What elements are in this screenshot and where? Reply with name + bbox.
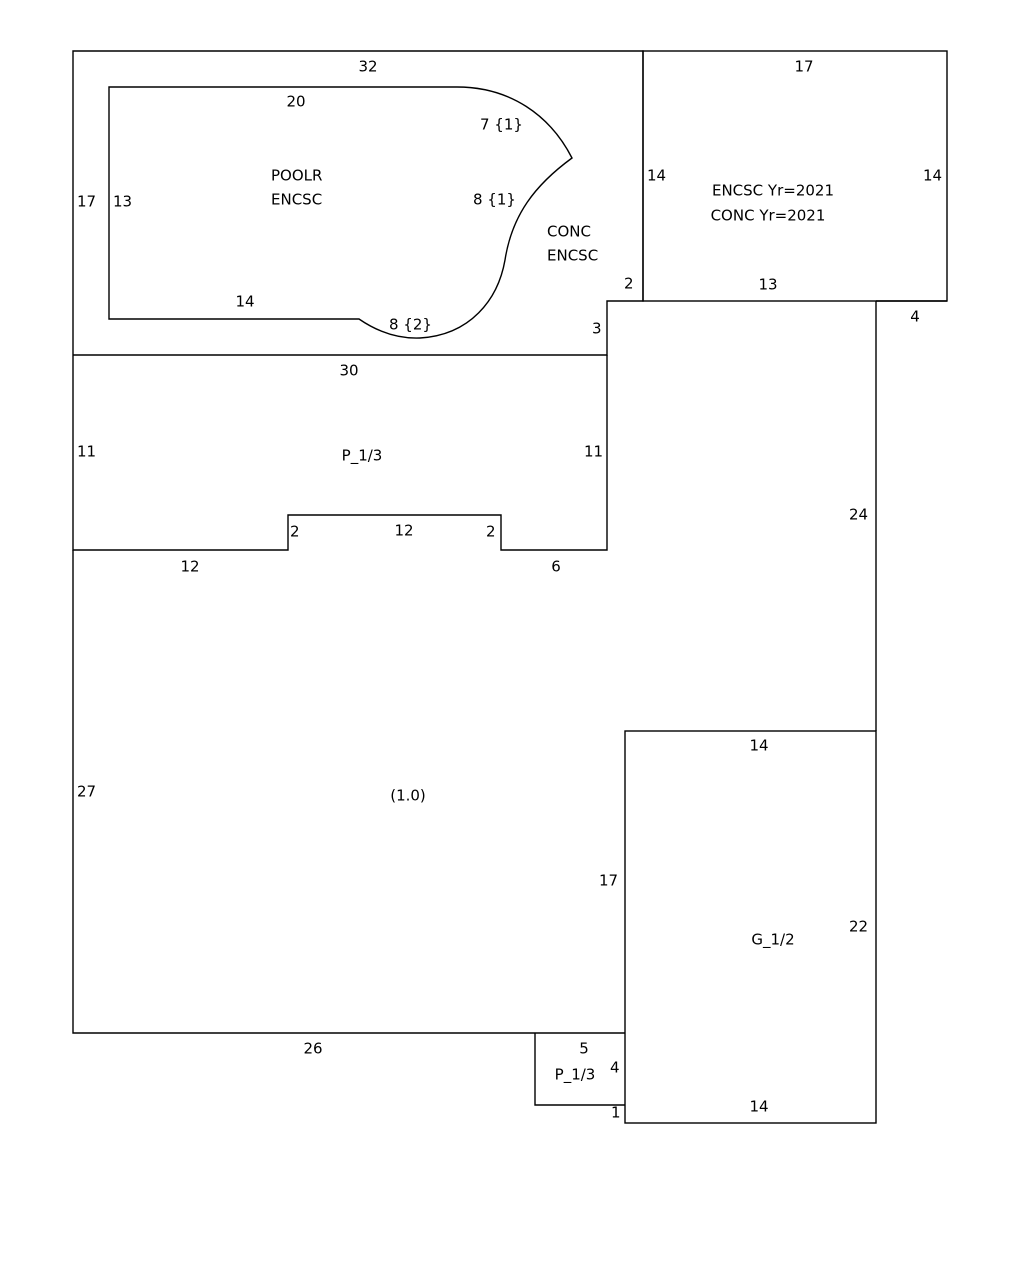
dim-pool-curve-upper: 7 {1} — [480, 116, 523, 134]
dim-porch-bottom-right: 6 — [551, 558, 561, 576]
dim-right-enclosure-right: 14 — [923, 167, 942, 185]
dim-small-porch-top: 5 — [579, 1040, 589, 1058]
area-label-encsc-yr: ENCSC Yr=2021 — [712, 182, 834, 200]
dim-main-right: 24 — [849, 506, 868, 524]
dim-pool-curve-mid: 8 {1} — [473, 191, 516, 209]
dim-porch-notch-left: 2 — [290, 523, 300, 541]
dim-garage-left: 17 — [599, 872, 618, 890]
pool-outline — [108, 86, 573, 339]
dim-main-bottom: 26 — [303, 1040, 322, 1058]
area-label-conc-encsc: ENCSC — [547, 247, 598, 265]
small-porch-outline — [534, 1033, 625, 1106]
area-label-pool-encsc: ENCSC — [271, 191, 322, 209]
area-label-porch-small: P_1/3 — [555, 1066, 596, 1085]
dim-pool-left: 13 — [113, 193, 132, 211]
dim-enclosure-left: 17 — [77, 193, 96, 211]
porch-upper-outline — [72, 355, 608, 551]
dim-right-enclosure-left: 14 — [647, 167, 666, 185]
area-label-conc: CONC — [547, 223, 591, 241]
dim-porch-left: 11 — [77, 443, 96, 461]
dim-enclosure-top: 32 — [358, 58, 377, 76]
main-living-outline — [72, 550, 625, 1034]
dim-right-enclosure-top: 17 — [794, 58, 813, 76]
area-label-poolr: POOLR — [271, 167, 322, 185]
dim-main-left: 27 — [77, 783, 96, 801]
dim-right-enclosure-bottom: 13 — [758, 276, 777, 294]
dim-porch-top: 30 — [339, 362, 358, 380]
area-label-garage: G_1/2 — [751, 931, 794, 950]
area-label-conc-yr: CONC Yr=2021 — [711, 207, 826, 225]
dim-garage-top: 14 — [749, 737, 768, 755]
garage-outline — [624, 730, 877, 1124]
dim-pool-curve-bottom: 8 {2} — [389, 316, 432, 334]
area-label-main: (1.0) — [390, 787, 426, 805]
right-enclosure-outline — [642, 50, 948, 302]
pool-enclosure-outline — [72, 50, 644, 356]
dim-porch-right: 11 — [584, 443, 603, 461]
dim-porch-notch-right: 2 — [486, 523, 496, 541]
dim-step-3: 3 — [592, 320, 602, 338]
dim-porch-bottom-left: 12 — [180, 558, 199, 576]
dim-right-offset: 4 — [910, 308, 920, 326]
dim-garage-right: 22 — [849, 918, 868, 936]
dim-small-porch-bottom: 1 — [611, 1104, 621, 1122]
dim-porch-notch-top: 12 — [394, 522, 413, 540]
dim-pool-top: 20 — [286, 93, 305, 111]
area-label-porch-top: P_1/3 — [342, 447, 383, 466]
dim-step-2: 2 — [624, 275, 634, 293]
dim-garage-bottom: 14 — [749, 1098, 768, 1116]
dim-pool-bottom: 14 — [235, 293, 254, 311]
dim-small-porch-right: 4 — [610, 1059, 620, 1077]
